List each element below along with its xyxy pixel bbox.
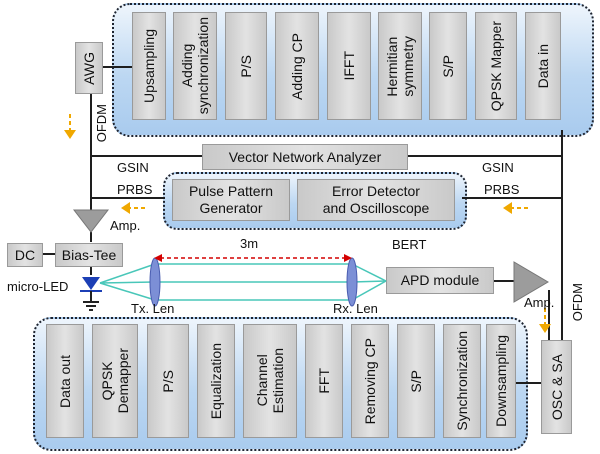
awg-block: AWG xyxy=(75,42,103,94)
dc-label: DC xyxy=(14,246,36,263)
vna-label: Vector Network Analyzer xyxy=(228,148,382,165)
ppg-label: Pulse Pattern Generator xyxy=(188,183,274,216)
wire-prbs-right xyxy=(462,197,562,199)
rx-block-qpsk-demapper: QPSK Demapper xyxy=(92,324,138,438)
wire-biastee-led xyxy=(90,265,92,275)
vna-block: Vector Network Analyzer xyxy=(202,144,408,170)
rx-block-removing-cp: Removing CP xyxy=(351,324,389,438)
wire-gsin-right xyxy=(407,155,562,157)
tx-block-adding-cp: Adding CP xyxy=(275,12,319,120)
amp-left-icon xyxy=(72,209,110,233)
prbs-right-label: PRBS xyxy=(484,182,520,197)
ppg-block: Pulse Pattern Generator xyxy=(172,179,290,221)
micro-led-icon xyxy=(82,277,100,290)
bias-tee-label: Bias-Tee xyxy=(61,246,117,263)
bias-tee-block: Bias-Tee xyxy=(55,243,123,267)
rx-block-synchronization: Synchronization xyxy=(443,324,481,438)
distance-label: 3m xyxy=(240,236,259,251)
micro-led-label: micro-LED xyxy=(7,279,69,294)
tx-block-sp: S/P xyxy=(429,12,467,120)
amp-right-icon xyxy=(513,261,549,303)
wire-amp-to-osc xyxy=(548,290,550,340)
wire-dc-biastee xyxy=(42,253,56,255)
rx-block-ps: P/S xyxy=(147,324,189,438)
gsin-left-label: GSIN xyxy=(117,160,149,175)
wire-gsin-left xyxy=(90,155,202,157)
ofdm-left-label: OFDM xyxy=(94,104,109,143)
tx-block-data-in: Data in xyxy=(525,12,561,120)
wire-awg-vertical xyxy=(90,92,92,214)
light-beams xyxy=(99,263,387,301)
error-detector-label: Error Detector and Oscilloscope xyxy=(322,183,430,216)
error-detector-block: Error Detector and Oscilloscope xyxy=(297,179,455,221)
rx-block-channel-estimation: Channel Estimation xyxy=(243,324,297,438)
tx-block-hermitian: Hermitian symmetry xyxy=(378,12,422,120)
osc-sa-block: OSC & SA xyxy=(541,340,572,434)
wire-prbs-left xyxy=(90,197,165,199)
bert-label: BERT xyxy=(392,237,427,252)
ofdm-right-label: OFDM xyxy=(570,283,585,322)
signal-arrows xyxy=(64,114,551,333)
rx-len-label: Rx. Len xyxy=(333,301,378,316)
amp-left-label: Amp. xyxy=(110,218,141,233)
wire-right-vertical xyxy=(561,130,563,350)
wire-amp-left-to-biastee xyxy=(90,232,92,242)
wire-osc-to-downsampling xyxy=(512,382,542,384)
prbs-left-label: PRBS xyxy=(117,182,153,197)
wire-awg-to-upsampling xyxy=(102,66,132,68)
gsin-right-label: GSIN xyxy=(482,160,514,175)
tx-len-label: Tx. Len xyxy=(131,301,175,316)
rx-block-data-out: Data out xyxy=(46,324,84,438)
tx-block-ifft: IFFT xyxy=(327,12,371,120)
amp-right-label: Amp. xyxy=(524,295,555,310)
apd-module-block: APD module xyxy=(386,267,494,294)
rx-block-fft: FFT xyxy=(305,324,343,438)
dc-block: DC xyxy=(7,243,43,267)
tx-block-qpsk-mapper: QPSK Mapper xyxy=(475,12,517,120)
tx-lens-icon xyxy=(149,257,161,307)
tx-block-ps: P/S xyxy=(225,12,267,120)
rx-block-downsampling: Downsampling xyxy=(486,324,516,438)
wire-apd-amp xyxy=(493,280,515,282)
tx-block-upsampling: Upsampling xyxy=(132,12,166,120)
apd-module-label: APD module xyxy=(400,272,480,288)
rx-lens-icon xyxy=(346,257,358,307)
rx-block-sp: S/P xyxy=(397,324,435,438)
tx-block-adding-sync: Adding synchronization xyxy=(173,12,217,120)
rx-block-equalization: Equalization xyxy=(197,324,235,438)
